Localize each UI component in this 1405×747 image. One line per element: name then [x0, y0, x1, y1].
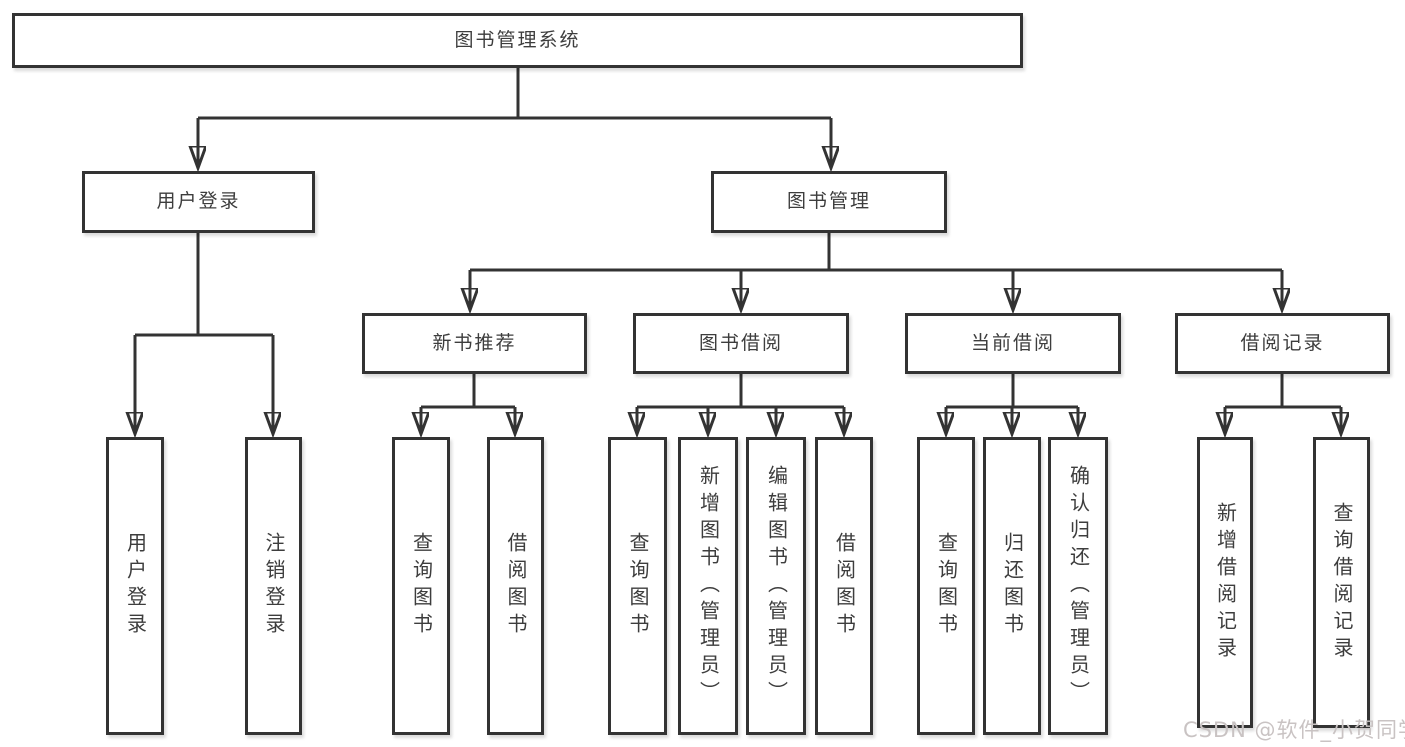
csdn-watermark: CSDN @软件_小贺同学 — [1183, 718, 1405, 742]
connector-new-book-children — [421, 374, 515, 432]
connector-user-login-children — [135, 233, 273, 432]
leaf-borrow-borrow-book: 借阅图书 — [815, 437, 873, 735]
node-new-book-recommend: 新书推荐 — [362, 313, 587, 374]
leaf-current-confirm-return-admin: 确认归还（管理员） — [1048, 437, 1108, 735]
node-root-system: 图书管理系统 — [12, 13, 1023, 68]
leaf-borrow-edit-book-admin: 编辑图书（管理员） — [746, 437, 806, 735]
node-user-login: 用户登录 — [82, 171, 315, 233]
leaf-record-query: 查询借阅记录 — [1313, 437, 1370, 728]
node-book-management: 图书管理 — [711, 171, 947, 233]
connector-root-to-level2 — [198, 68, 831, 166]
node-borrow-record: 借阅记录 — [1175, 313, 1390, 374]
connector-book-borrow-children — [637, 374, 844, 432]
connector-book-mgmt-children — [470, 233, 1282, 308]
leaf-borrow-add-book-admin: 新增图书（管理员） — [678, 437, 738, 735]
leaf-borrow-query-book: 查询图书 — [608, 437, 667, 735]
connector-borrow-record-children — [1225, 374, 1341, 432]
leaf-current-return-book: 归还图书 — [983, 437, 1041, 735]
leaf-logout: 注销登录 — [245, 437, 302, 735]
node-book-borrow: 图书借阅 — [633, 313, 849, 374]
leaf-current-query-book: 查询图书 — [917, 437, 975, 735]
connector-current-borrow-children — [946, 374, 1078, 432]
leaf-user-login: 用户登录 — [106, 437, 164, 735]
node-current-borrow: 当前借阅 — [905, 313, 1121, 374]
leaf-record-add: 新增借阅记录 — [1197, 437, 1253, 728]
leaf-newbook-borrow-book: 借阅图书 — [487, 437, 544, 735]
leaf-newbook-query-book: 查询图书 — [392, 437, 450, 735]
